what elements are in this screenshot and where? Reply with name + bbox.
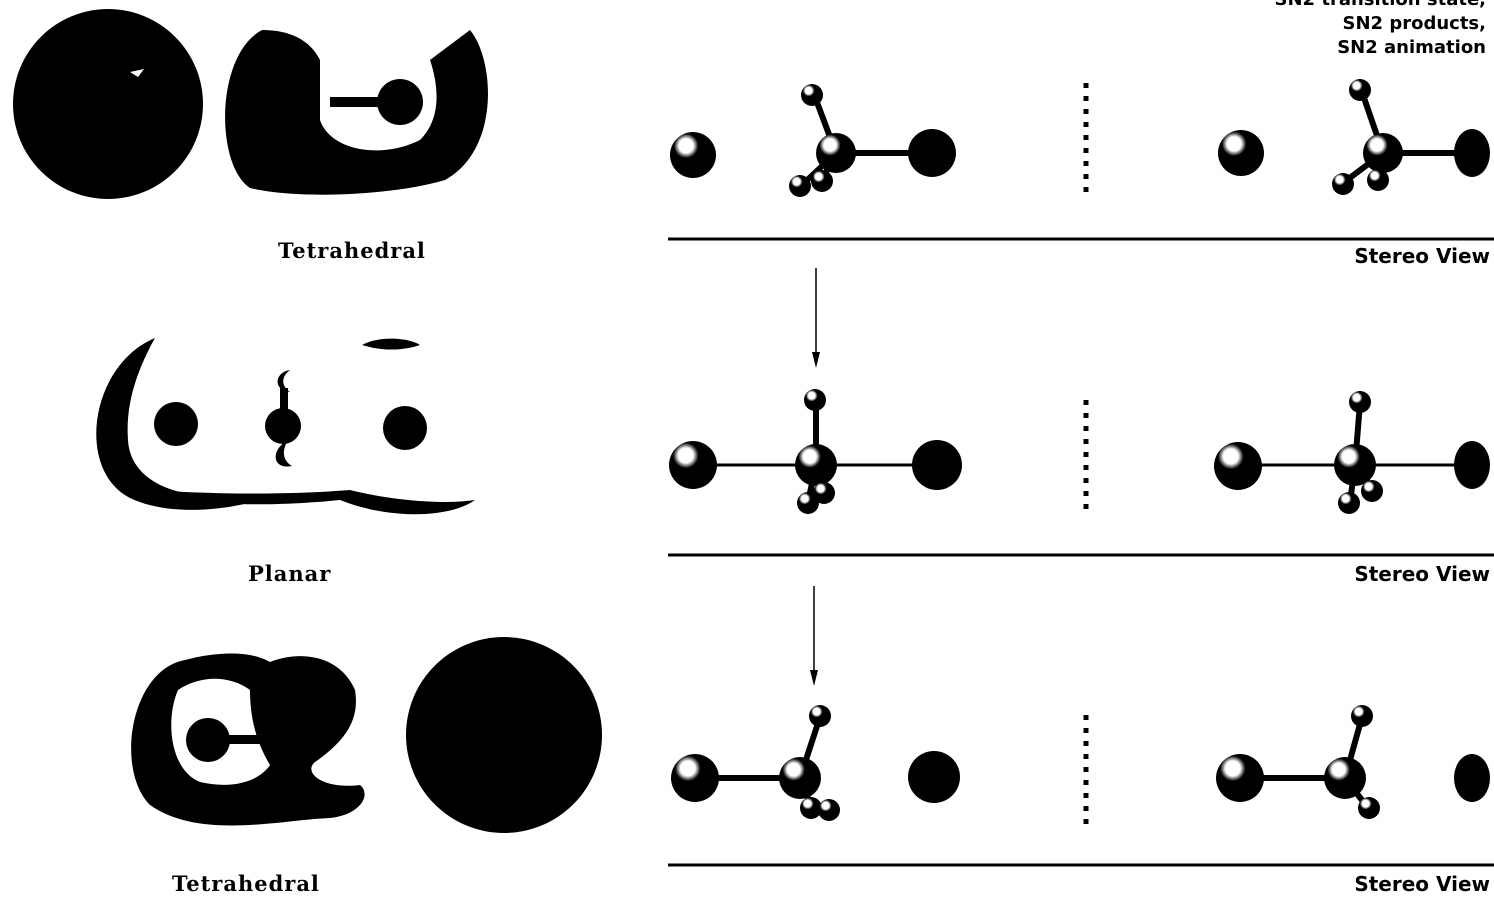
stereo-product-right (1216, 705, 1490, 819)
stereo-transition-right (1214, 391, 1490, 514)
substrate-orbital-lobe (225, 30, 488, 195)
orbital-picture-reactants (13, 9, 488, 199)
carbon-ball (816, 133, 856, 173)
nucleophile-orbital (13, 9, 203, 199)
hydrogen-ball (813, 482, 835, 504)
hydrogen-ball (801, 84, 823, 106)
leaving-group-ball (1454, 754, 1490, 802)
free-leaving-group-orbital (406, 637, 602, 833)
hydrogen-ball (1349, 79, 1371, 101)
geometry-label: Planar (248, 561, 332, 586)
carbon-ball (1324, 757, 1366, 799)
ts-hydrogen-bottom (275, 440, 292, 467)
nucleophile-ball (669, 441, 717, 489)
leaving-group-ball (908, 129, 956, 177)
top-note-line: SN2 products, (1342, 13, 1486, 34)
product-bond (225, 735, 275, 744)
ts-orbital-bottom (130, 488, 475, 515)
top-note-line: SN2 animation (1337, 37, 1486, 58)
hydrogen-ball (818, 799, 840, 821)
leaving-group-ball (912, 440, 962, 490)
carbon-ball (1334, 444, 1376, 486)
ts-orbital-left-lobe (96, 338, 260, 510)
geometry-label: Tetrahedral (278, 238, 426, 263)
stereo-transition-left (669, 389, 962, 514)
orbital-picture-products (131, 637, 602, 833)
carbon-ball (795, 444, 837, 486)
ts-orbital-top-fragment (362, 338, 420, 350)
hydrogen-ball (1351, 705, 1373, 727)
stereo-reactant-left (670, 84, 956, 197)
stereo-view-label: Stereo View (1354, 562, 1490, 586)
product-nucleophile-atom (186, 718, 230, 762)
ts-carbon-hydrogen-bond (280, 388, 288, 410)
ts-leaving-group-atom (383, 406, 427, 450)
ts-central-carbon (265, 408, 301, 444)
hydrogen-ball (1332, 173, 1354, 195)
hydrogen-ball (1358, 797, 1380, 819)
hydrogen-ball (1361, 480, 1383, 502)
stereo-product-left (671, 705, 960, 821)
stereo-view-label: Stereo View (1354, 244, 1490, 268)
hydrogen-ball (809, 705, 831, 727)
leaving-group-ball (908, 751, 960, 803)
down-arrow (812, 268, 820, 368)
top-note: SN2 transition state, SN2 products, SN2 … (1166, 0, 1486, 60)
hydrogen-ball (1349, 391, 1371, 413)
nucleophile-ball (670, 132, 716, 178)
hydrogen-ball (1367, 169, 1389, 191)
orbital-picture-transition-state (96, 338, 475, 515)
substrate-bond (330, 97, 385, 107)
hydrogen-ball (800, 797, 822, 819)
top-note-line: SN2 transition state, (1166, 0, 1486, 12)
hydrogen-ball (804, 389, 826, 411)
orbital-highlight (130, 69, 144, 77)
down-arrow (810, 586, 818, 686)
leaving-group-atom (377, 79, 423, 125)
stereo-view-label: Stereo View (1354, 872, 1490, 896)
hydrogen-ball (811, 170, 833, 192)
hydrogen-ball (797, 492, 819, 514)
leaving-group-ball (1454, 129, 1490, 177)
leaving-group-ball (1454, 441, 1490, 489)
carbon-ball (1363, 133, 1403, 173)
hydrogen-ball (1338, 492, 1360, 514)
nucleophile-ball (671, 754, 719, 802)
ts-hydrogen-top (277, 370, 290, 392)
nucleophile-ball (1218, 130, 1264, 176)
geometry-label: Tetrahedral (172, 871, 320, 896)
carbon-ball (779, 757, 821, 799)
ts-nucleophile-atom (154, 402, 198, 446)
stereo-reactant-right (1218, 79, 1490, 195)
nucleophile-ball (1214, 442, 1262, 490)
hydrogen-ball (789, 175, 811, 197)
nucleophile-ball (1216, 754, 1264, 802)
